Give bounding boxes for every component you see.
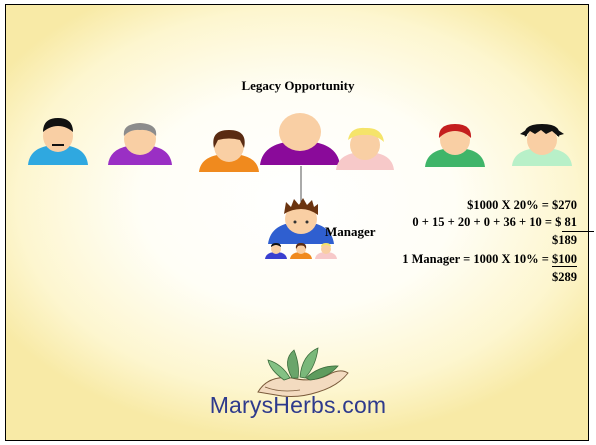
calc-line-1: $1000 X 20% = $270	[467, 198, 577, 212]
calc-line-3-value: $100	[552, 252, 577, 267]
calc-divider-1	[562, 231, 594, 232]
calc-subtotal: $189	[552, 233, 577, 247]
herb-hands-logo	[257, 347, 349, 397]
calc-line-2: 0 + 15 + 20 + 0 + 36 + 10 = $ 81	[412, 215, 577, 229]
recruit-icon	[290, 243, 312, 259]
person-icon	[199, 130, 259, 172]
slide-title: Legacy Opportunity	[241, 78, 355, 93]
person-icon	[108, 123, 172, 165]
person-icon	[512, 124, 572, 166]
person-icon	[425, 124, 485, 167]
manager-label: Manager	[325, 224, 376, 239]
person-icon	[28, 118, 88, 165]
logo-text: MarysHerbs.com	[209, 392, 387, 418]
recruit-icon	[315, 243, 337, 259]
person-icon	[336, 127, 394, 170]
calc-total: $289	[552, 270, 577, 284]
recruit-icon	[265, 243, 287, 259]
manager-icon	[268, 198, 334, 244]
calc-line-3: 1 Manager = 1000 X 10% = $100	[402, 252, 577, 267]
calc-line-3-prefix: 1 Manager = 1000 X 10% =	[402, 252, 552, 266]
person-icon	[260, 113, 340, 165]
